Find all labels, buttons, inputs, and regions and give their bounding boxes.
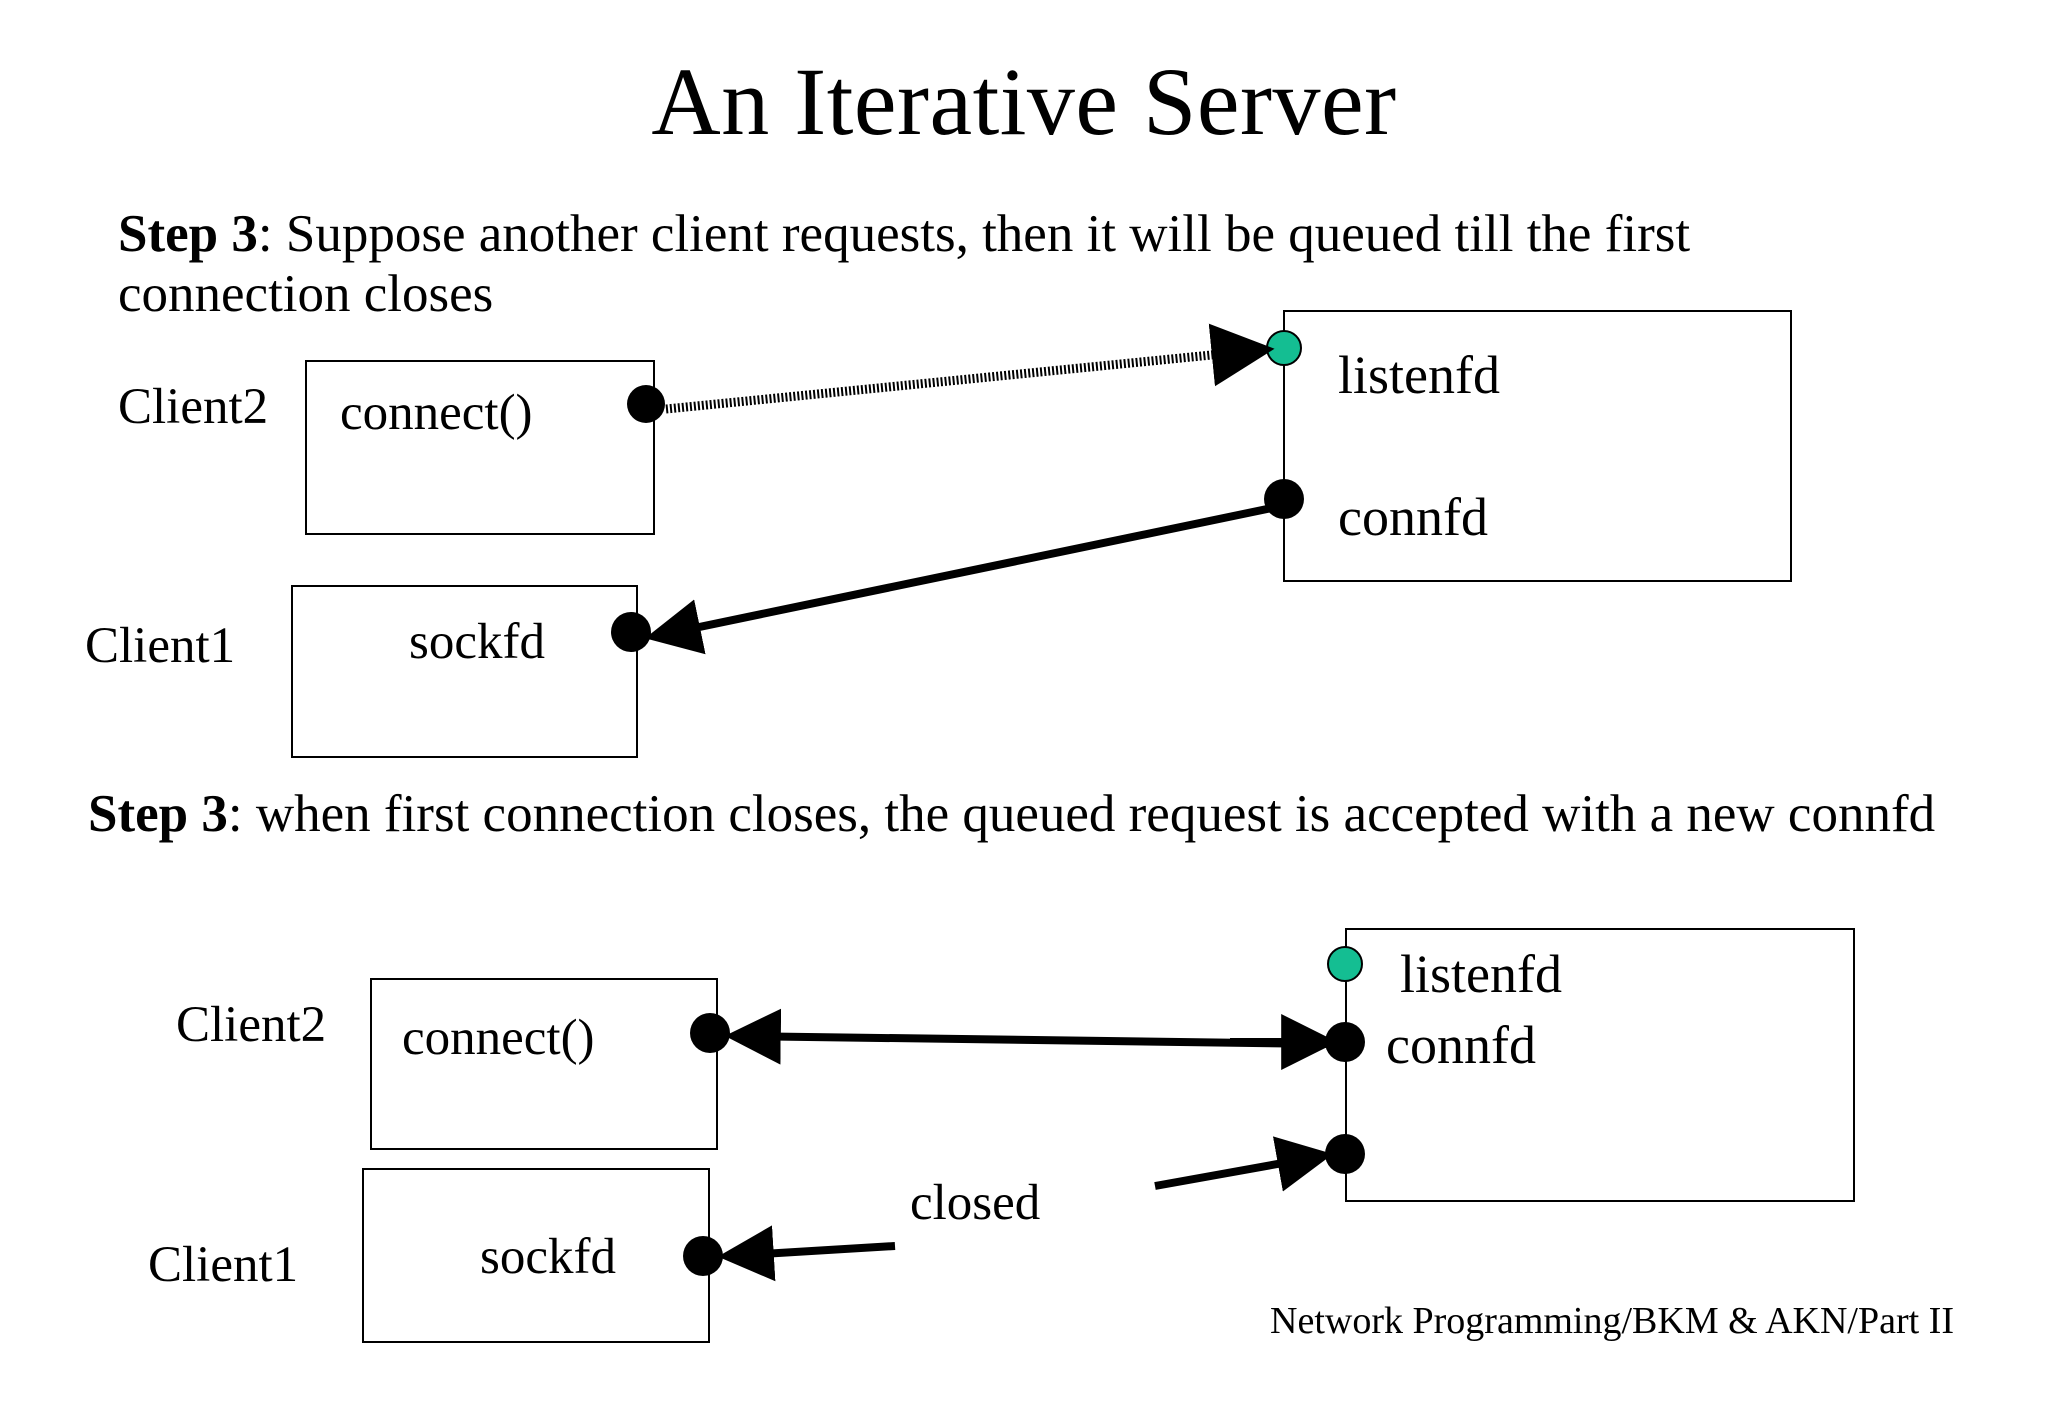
step3-paragraph-2: Step 3: when first connection closes, th… [88,785,1988,845]
connfd-dot-section1 [1264,479,1304,519]
client2-box-text-section1: connect() [340,385,533,441]
sockfd-endpoint-dot-section1 [611,612,651,652]
listenfd-label-section2: listenfd [1400,944,1562,1004]
arrow-connfd-to-sockfd-section1 [645,504,1273,655]
connect-endpoint-dot-section1 [627,385,665,423]
client1-box-section2 [362,1168,710,1343]
connfd-label-section1: connfd [1338,487,1488,547]
arrow-connfd-to-connect-section2 [724,1008,1331,1065]
sockfd-endpoint-dot-section2 [683,1236,723,1276]
client1-box-text-section2: sockfd [480,1229,616,1285]
step3-label-2: Step 3 [88,785,228,843]
server-closed-dot-section2 [1325,1134,1365,1174]
step3-body-1: Suppose another client requests, then it… [118,205,1691,323]
server-box-section2 [1345,928,1855,1202]
step3-separator-1: : [257,205,286,263]
closed-label-section2: closed [910,1175,1041,1231]
client2-label-section1: Client2 [118,379,269,435]
arrow-closed-to-server-section2 [1154,1136,1334,1192]
client2-label-section2: Client2 [176,997,327,1053]
step3-paragraph-1: Step 3: Suppose another client requests,… [118,205,1918,325]
arrow-connect-to-listenfd-section1 [665,323,1275,414]
footer-text: Network Programming/BKM & AKN/Part II [1270,1300,1954,1342]
client2-box-text-section2: connect() [402,1010,595,1066]
page-title: An Iterative Server [651,48,1397,155]
listenfd-dot-section1 [1266,330,1302,366]
connect-endpoint-dot-section2 [690,1013,730,1053]
client1-box-text-section1: sockfd [409,614,545,670]
step3-separator-2: : [227,785,256,843]
client1-label-section1: Client1 [85,618,236,674]
client1-label-section2: Client1 [148,1237,299,1293]
server-box-section1 [1283,310,1792,582]
client2-box-section1 [305,360,655,535]
step3-label-1: Step 3 [118,205,258,263]
connfd-label-section2: connfd [1386,1015,1536,1075]
client2-box-section2 [370,978,718,1150]
step3-body-2: when first connection closes, the queued… [255,785,1936,843]
client1-box-section1 [291,585,638,758]
arrow-closed-to-sockfd-section2 [717,1225,896,1282]
listenfd-label-section1: listenfd [1338,345,1500,405]
connfd-dot-section2 [1325,1022,1365,1062]
listenfd-dot-section2 [1327,946,1363,982]
